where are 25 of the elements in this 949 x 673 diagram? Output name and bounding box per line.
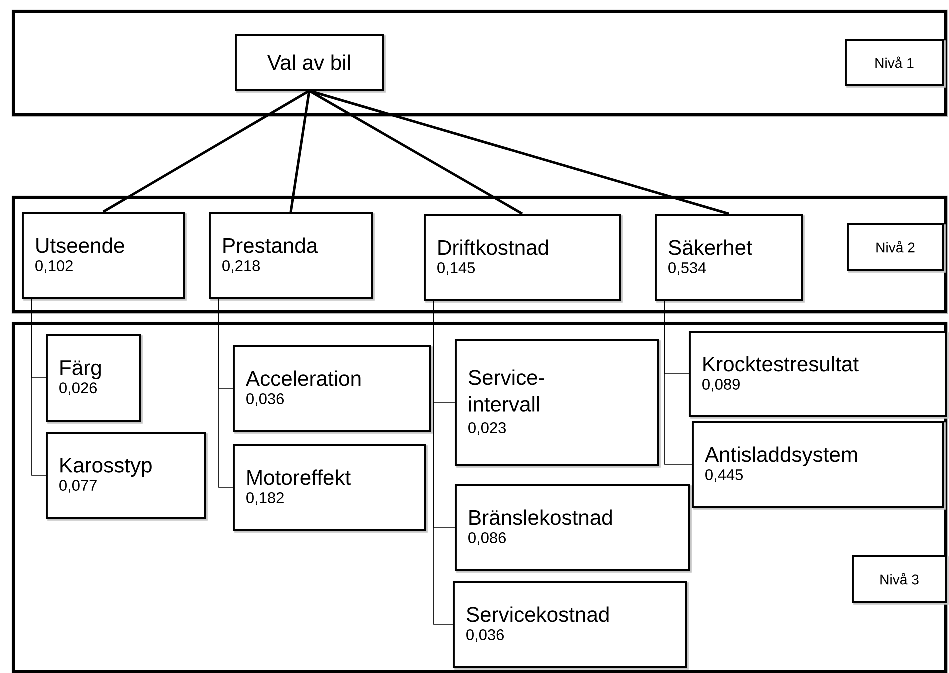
criterion-box: Bränslekostnad 0,086 bbox=[455, 484, 692, 573]
connector-line bbox=[102, 90, 310, 214]
connector-line bbox=[308, 90, 524, 216]
connector-line bbox=[434, 300, 454, 625]
connector-line bbox=[309, 90, 730, 216]
criterion-box: Utseende 0,102 bbox=[22, 212, 187, 301]
criterion-box: Karosstyp 0,077 bbox=[46, 432, 208, 521]
criterion-box: Servicekostnad 0,036 bbox=[453, 581, 689, 670]
criterion-box: Service-intervall 0,023 bbox=[455, 339, 661, 468]
criterion-box: Säkerhet 0,534 bbox=[655, 214, 805, 303]
goal-box: Val av bil bbox=[235, 34, 386, 93]
connector-line bbox=[290, 90, 311, 212]
criterion-box: Driftkostnad 0,145 bbox=[424, 214, 623, 303]
criterion-box: Prestanda 0,218 bbox=[209, 212, 375, 301]
criterion-box: Färg 0,026 bbox=[46, 334, 143, 424]
connector-line bbox=[218, 298, 234, 488]
connector-line bbox=[664, 300, 692, 465]
criterion-box: Antisladdsystem 0,445 bbox=[692, 421, 946, 510]
criterion-box: Motoreffekt 0,182 bbox=[233, 444, 428, 533]
level-label-box: Nivå 3 bbox=[852, 555, 949, 605]
criterion-box: Krocktestresultat 0,089 bbox=[688, 331, 949, 419]
connector-line bbox=[32, 298, 46, 476]
criterion-box: Acceleration 0,036 bbox=[233, 345, 433, 434]
level-label-box: Nivå 1 bbox=[845, 39, 946, 88]
level-label-box: Nivå 2 bbox=[847, 223, 946, 273]
